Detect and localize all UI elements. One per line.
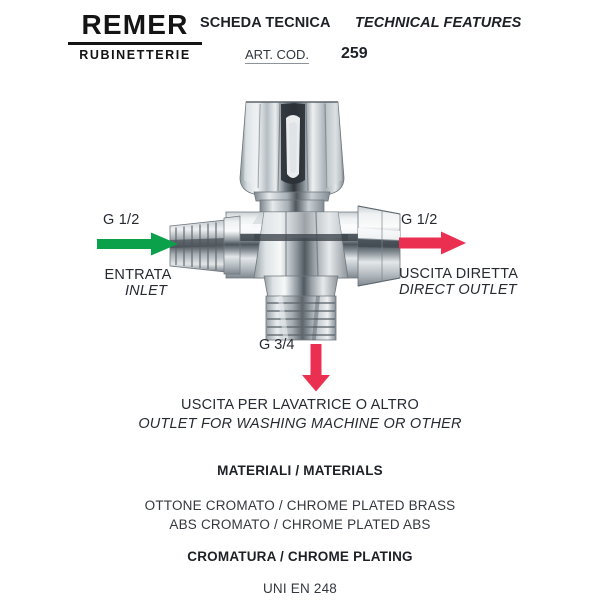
page-header: REMER RUBINETTERIE SCHEDA TECNICA TECHNI… [0, 0, 600, 80]
inlet-size-label: G 1/2 [103, 212, 140, 228]
materials-heading: MATERIALI / MATERIALS [217, 463, 383, 478]
product-image [168, 88, 416, 344]
direct-outlet-arrow [399, 231, 524, 260]
washing-outlet-size-label: G 3/4 [259, 337, 295, 353]
brand-subtitle: RUBINETTERIE [79, 48, 191, 62]
direct-outlet-label-english: DIRECT OUTLET [399, 282, 517, 298]
arrow-right-icon [399, 231, 466, 255]
brand-divider [68, 42, 202, 45]
materials-line: OTTONE CROMATO / CHROME PLATED BRASS [144, 498, 456, 513]
standard-reference: UNI EN 248 [262, 581, 338, 596]
direct-outlet-label-italian: USCITA DIRETTA [399, 266, 519, 282]
callout-washing-outlet-text: USCITA PER LAVATRICE O ALTRO OUTLET FOR … [0, 396, 600, 434]
materials-line: ABS CROMATO / CHROME PLATED ABS [169, 517, 431, 532]
valve-bottom-outlet [263, 275, 339, 341]
page-title-english: TECHNICAL FEATURES [355, 15, 522, 31]
washing-outlet-label-english: OUTLET FOR WASHING MACHINE OR OTHER [138, 416, 462, 432]
valve-stem-collar [259, 199, 325, 213]
arrow-right-icon [97, 232, 178, 256]
callout-inlet: G 1/2 ENTRATA INLET [86, 212, 190, 299]
callout-direct-outlet: G 1/2 USCITA DIRETTA DIRECT OUTLET [399, 212, 524, 298]
page-title-italian: SCHEDA TECNICA [200, 15, 331, 31]
inlet-label-italian: ENTRATA [104, 267, 172, 283]
valve-junction [253, 211, 349, 279]
article-code-value: 259 [341, 45, 368, 62]
article-code-label: ART. COD. [245, 47, 310, 64]
valve-direct-outlet [357, 205, 401, 287]
washing-outlet-arrow [301, 344, 331, 397]
inlet-arrow [86, 232, 190, 261]
valve-inlet-thread [169, 215, 241, 275]
brand-logo: REMER RUBINETTERIE [68, 10, 202, 62]
washing-outlet-label-italian: USCITA PER LAVATRICE O ALTRO [181, 397, 419, 413]
materials-section: MATERIALI / MATERIALS OTTONE CROMATO / C… [0, 462, 600, 598]
inlet-label-english: INLET [124, 283, 168, 299]
arrow-down-icon [302, 344, 330, 392]
valve-handle [239, 101, 345, 202]
brand-name: REMER [81, 9, 189, 40]
valve-illustration [169, 101, 401, 341]
plating-heading: CROMATURA / CHROME PLATING [187, 549, 413, 564]
direct-outlet-size-label: G 1/2 [401, 212, 438, 228]
